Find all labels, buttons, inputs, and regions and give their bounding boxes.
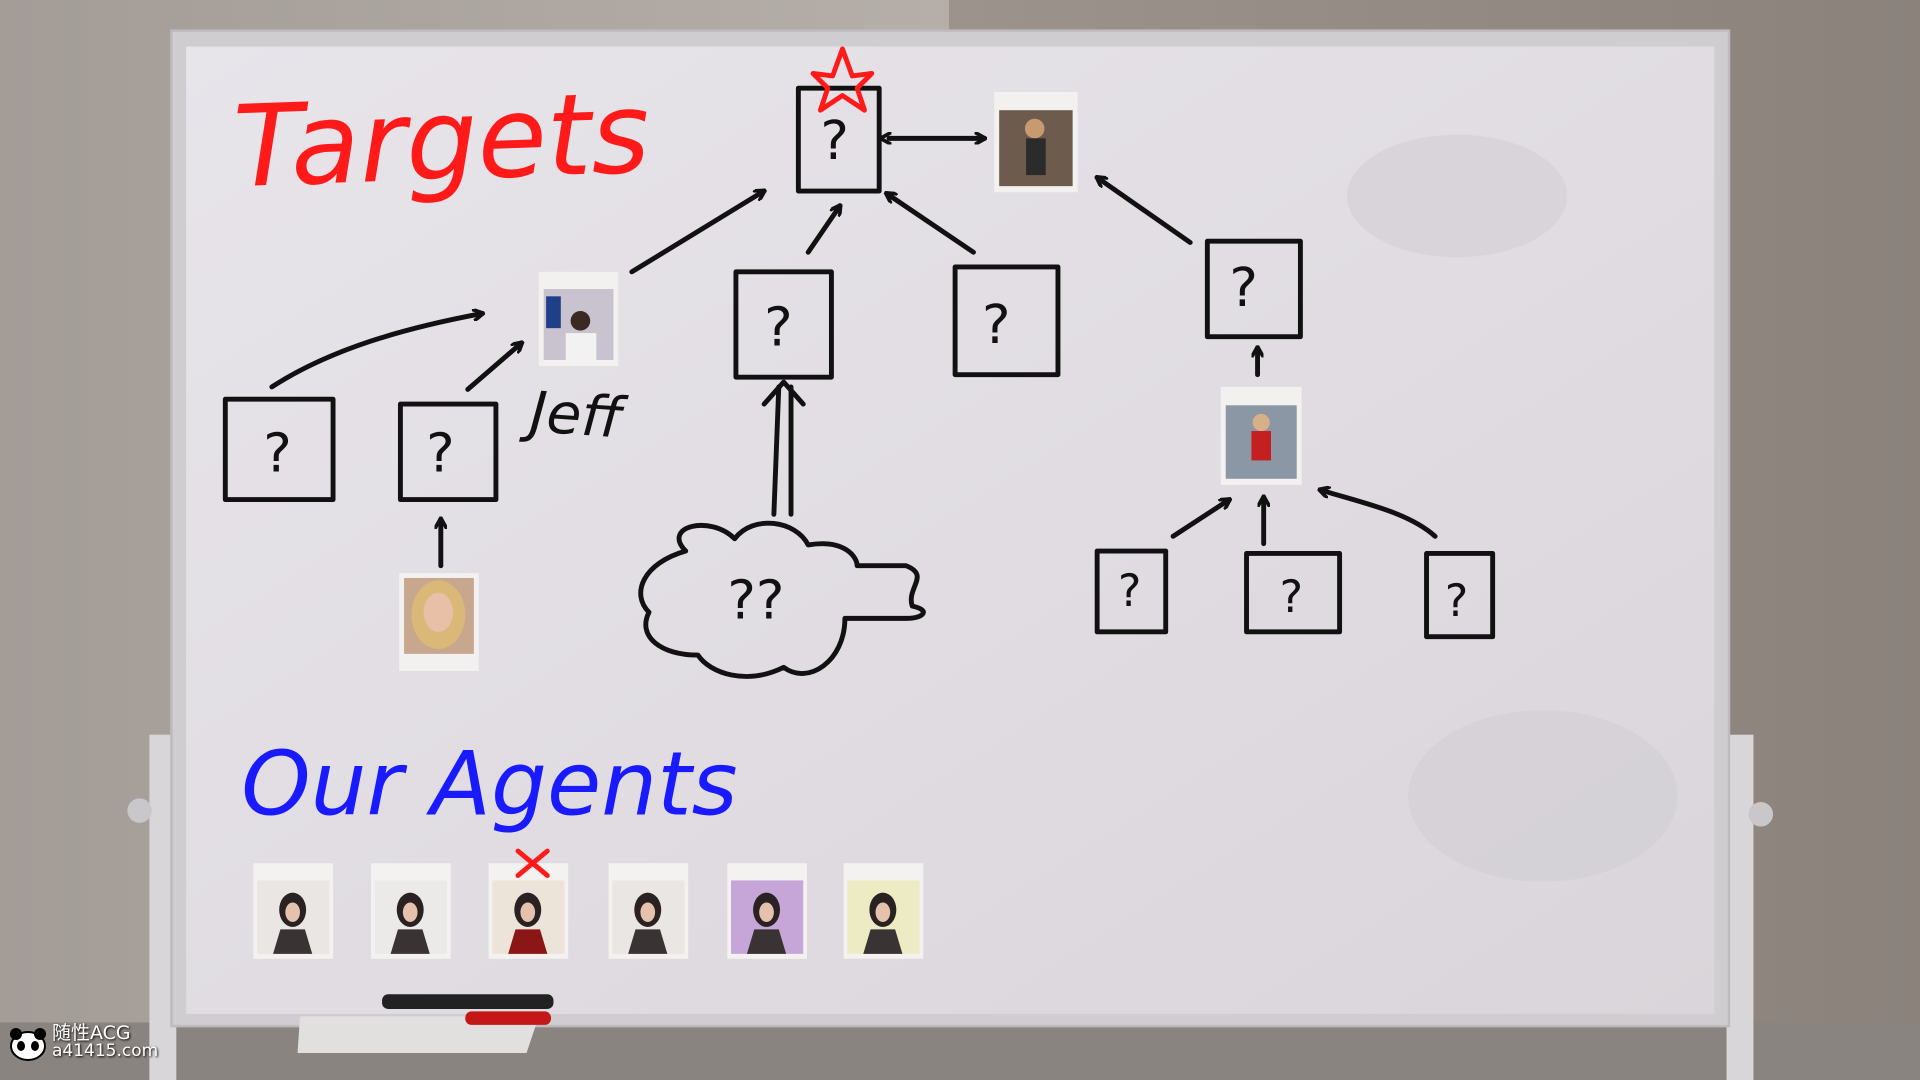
connection-arrows: [269, 178, 1438, 569]
photo-woman-top[interactable]: [994, 91, 1078, 193]
agents-row: [253, 848, 924, 959]
stand-knob-right: [1748, 802, 1774, 827]
smudge: [1346, 134, 1568, 258]
watermark-title: 随性ACG: [52, 1022, 131, 1044]
question-mark: ?: [1229, 256, 1258, 319]
question-mark: ?: [982, 293, 1011, 356]
agent-photo[interactable]: [843, 863, 924, 959]
question-mark: ?: [426, 421, 455, 484]
unknown-box[interactable]: [1094, 548, 1169, 635]
cloud-question-marks: ??: [727, 568, 784, 631]
unknown-box[interactable]: [1424, 551, 1496, 640]
jeff-label: Jeff: [518, 379, 630, 451]
question-mark: ?: [263, 421, 292, 484]
agent-photo[interactable]: [488, 848, 569, 959]
photo-blonde-woman[interactable]: [399, 573, 479, 672]
question-mark: ?: [764, 295, 793, 358]
question-mark: ?: [1118, 566, 1141, 617]
agents-heading: Our Agents: [241, 732, 737, 835]
unknown-box[interactable]: [952, 264, 1061, 378]
stand-knob-left: [127, 798, 152, 823]
agent-photo[interactable]: [608, 863, 689, 959]
unknown-box[interactable]: [733, 269, 834, 380]
watermark-url: a41415.com: [52, 1041, 159, 1061]
unknown-box[interactable]: [397, 401, 499, 503]
marker-red[interactable]: [465, 1011, 552, 1025]
stand-right: [1726, 734, 1754, 1080]
targets-heading: Targets: [231, 67, 651, 213]
question-mark: ?: [1445, 576, 1468, 627]
unknown-box[interactable]: [222, 396, 336, 503]
panda-logo-icon: [10, 1028, 46, 1061]
agent-photo[interactable]: [371, 863, 451, 959]
unknown-cloud[interactable]: [638, 520, 926, 679]
floor: [0, 1022, 1920, 1080]
eliminated-x-icon: [515, 848, 550, 878]
marker-black[interactable]: [382, 994, 554, 1009]
star-mark-icon: [810, 46, 875, 113]
photo-woman-red[interactable]: [1220, 386, 1302, 485]
watermark: 随性ACG a41415.com: [8, 1022, 158, 1062]
question-mark: ?: [1280, 572, 1303, 623]
unknown-box[interactable]: [1204, 238, 1303, 340]
smudge: [1408, 710, 1678, 882]
eraser: [297, 1016, 539, 1054]
question-mark: ?: [820, 109, 849, 172]
unknown-box[interactable]: [1244, 551, 1343, 635]
photo-jeff[interactable]: [538, 271, 619, 367]
agent-photo[interactable]: [253, 863, 334, 959]
agent-photo[interactable]: [727, 863, 807, 959]
